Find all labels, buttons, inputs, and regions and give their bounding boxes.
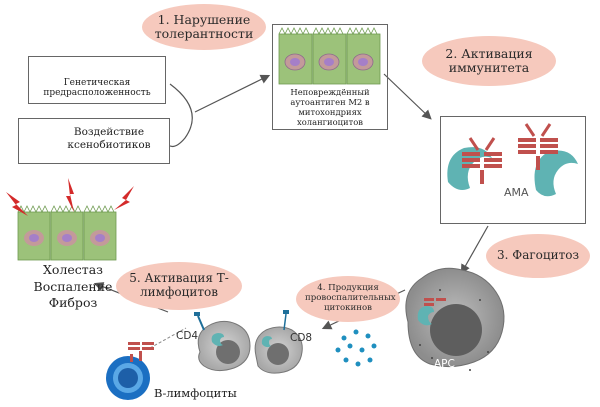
step-3-oval: 3. Фагоцитоз	[486, 234, 590, 278]
step-1-oval: 1. Нарушение толерантности	[142, 4, 266, 50]
arrow-b-to-cd4	[149, 327, 187, 349]
cholangiocyte-cells-top	[278, 27, 381, 85]
step-3-label: 3. Фагоцитоз	[496, 248, 579, 263]
step-4-label: 4. Продукция провоспалительных цитокинов	[305, 283, 396, 313]
xeno-factor-label: Воздействие ксенобиотиков	[67, 126, 151, 151]
t-cell-cd8	[254, 310, 303, 374]
xeno-factor-box: Воздействие ксенобиотиков	[18, 118, 170, 164]
ama-label: AMA	[504, 186, 529, 199]
ama-antibodies	[447, 123, 578, 197]
genetic-factor-box: Генетическая предрасположенность	[28, 56, 166, 104]
b-cell	[106, 342, 154, 400]
step-2-label: 2. Активация иммунитета	[445, 45, 533, 75]
outcome-labels: Холестаз Воспаление Фиброз	[32, 262, 114, 312]
arrow-to-antigen	[194, 74, 271, 113]
cytokine-dots	[335, 329, 377, 367]
apc-cell	[405, 267, 505, 371]
lightning-icon	[6, 178, 134, 216]
outcome-inflammation: Воспаление	[33, 278, 113, 294]
antigen-label: Неповреждённый аутоантиген М2 в митохонд…	[290, 87, 370, 127]
step-2-oval: 2. Активация иммунитета	[422, 36, 556, 86]
damaged-cholangiocytes	[17, 205, 117, 261]
step-5-label: 5. Активация Т-лимфоцитов	[129, 271, 229, 299]
outcome-fibrosis: Фиброз	[48, 295, 98, 310]
step-1-label: 1. Нарушение толерантности	[154, 11, 254, 41]
apc-label: APC	[434, 358, 455, 370]
arrow-to-apc	[460, 225, 489, 275]
ama-box	[440, 116, 586, 224]
b-cells-label: В-лимфоциты	[154, 386, 237, 400]
antigen-box: Неповреждённый аутоантиген М2 в митохонд…	[272, 24, 388, 130]
cd4-label: CD4	[176, 330, 199, 342]
step-4-oval: 4. Продукция провоспалительных цитокинов	[296, 276, 400, 322]
arrow-to-ama	[383, 73, 432, 120]
outcome-cholestasis: Холестаз	[43, 262, 103, 277]
genetic-factor-label: Генетическая предрасположенность	[43, 78, 151, 99]
t-cell-cd4	[194, 312, 251, 372]
factor-merge-curve	[167, 83, 193, 148]
cd8-label: CD8	[290, 332, 313, 344]
step-5-oval: 5. Активация Т-лимфоцитов	[116, 262, 242, 310]
